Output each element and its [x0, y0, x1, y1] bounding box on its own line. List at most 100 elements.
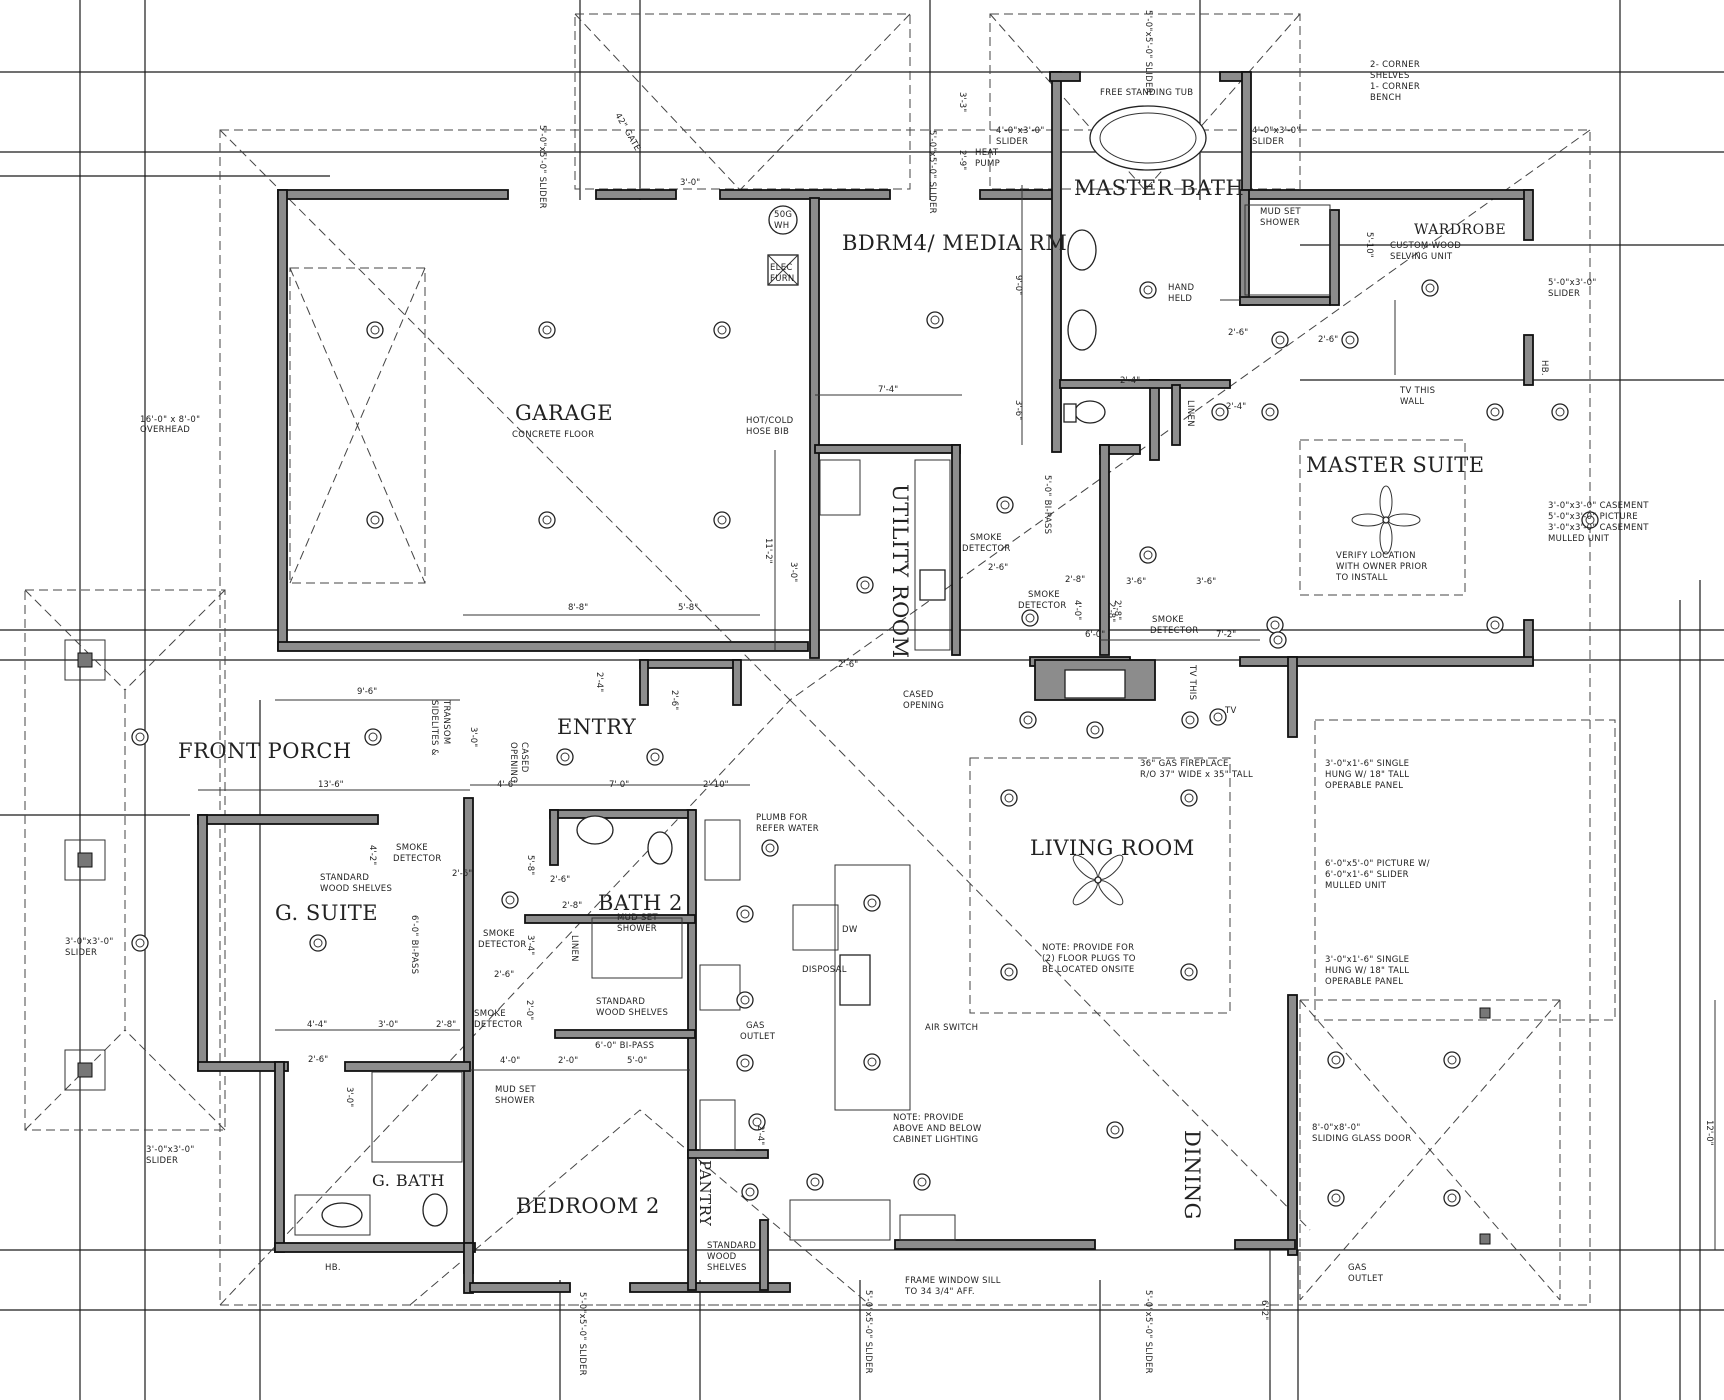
dim-4-4: 4'-4" [307, 1020, 327, 1030]
recessed-light-icon [1269, 631, 1287, 649]
recessed-light-inner [717, 325, 727, 335]
walls [197, 71, 1534, 1294]
room-dining: DINING [1180, 1130, 1204, 1220]
note-picture-1: 6'-0"x5'-0" PICTURE W/ [1325, 859, 1430, 869]
master-suite-note-3: TO INSTALL [1335, 573, 1388, 583]
recessed-light-icon [1106, 1121, 1124, 1139]
note-std-shelves-b-1: STANDARD [596, 997, 645, 1007]
recessed-light-inner [1275, 335, 1285, 345]
note-smoke-b-1: SMOKE [1028, 590, 1060, 600]
recessed-light-icon [761, 839, 779, 857]
recessed-light-inner [1345, 335, 1355, 345]
recessed-light-icon [736, 1054, 754, 1072]
dim-2-6-d: 2'-6" [988, 563, 1008, 573]
note-elec-1: ELEC [770, 263, 793, 273]
recessed-light-icon [131, 934, 149, 952]
recessed-light-inner [860, 580, 870, 590]
note-mud-mb-1: MUD SET [1260, 207, 1301, 217]
room-bdrm4: BDRM4/ MEDIA RM [842, 231, 1067, 255]
room-entry: ENTRY [557, 715, 637, 739]
dim-2-6-h: 2'-6" [308, 1055, 328, 1065]
plan-notes: 16'-0" x 8'-0" OVERHEAD HOT/COLD HOSE BI… [65, 10, 1649, 1376]
note-linen-a: LINEN [1185, 400, 1195, 427]
recessed-light-icon [1209, 708, 1227, 726]
note-heat-pump-2: PUMP [975, 159, 1000, 169]
recessed-light-inner [867, 898, 877, 908]
note-mud-g-1: MUD SET [495, 1085, 536, 1095]
note-hand-held-1: HAND [1168, 283, 1194, 293]
note-cased-v-2: OPENING [508, 742, 518, 783]
recessed-light-inner [370, 325, 380, 335]
dim-7-4: 7'-4" [878, 385, 898, 395]
recessed-light-icon [1000, 789, 1018, 807]
note-fireplace-1: 36" GAS FIREPLACE [1140, 759, 1229, 769]
dim-7-2: 7'-2" [1216, 630, 1236, 640]
recessed-light-inner [745, 1187, 755, 1197]
note-smoke-g-2: DETECTOR [393, 854, 442, 864]
recessed-light-inner [810, 1177, 820, 1187]
dim-4-2: 4'-2" [367, 845, 377, 865]
recessed-light-inner [1000, 500, 1010, 510]
note-std-shelves-p-3: SHELVES [707, 1263, 747, 1273]
note-tv-wall-2: WALL [1400, 397, 1424, 407]
dim-8-8: 8'-8" [568, 603, 588, 613]
dim-2-6-util: 2'-6" [838, 660, 858, 670]
recessed-light-inner [313, 938, 323, 948]
note-mud-g-2: SHOWER [495, 1096, 535, 1106]
recessed-light-inner [1555, 407, 1565, 417]
recessed-light-icon [556, 748, 574, 766]
recessed-light-icon [1443, 1051, 1461, 1069]
note-sidelites: SIDELITES & [429, 700, 439, 756]
recessed-light-inner [542, 515, 552, 525]
recessed-light-inner [1004, 967, 1014, 977]
recessed-light-icon [863, 1053, 881, 1071]
recessed-light-inner [717, 515, 727, 525]
recessed-light-inner [1331, 1055, 1341, 1065]
porch-posts [64, 639, 1491, 1245]
note-heat-pump-1: HEAT [975, 148, 999, 158]
note-smoke-a-2: DETECTOR [962, 544, 1011, 554]
note-gas-k-1: GAS [746, 1021, 765, 1031]
note-std-shelves-g-2: WOOD SHELVES [320, 884, 392, 894]
recessed-light-inner [1490, 407, 1500, 417]
note-gas-outlet-2: OUTLET [1348, 1274, 1384, 1284]
dim-2-0: 2'-0" [524, 1000, 534, 1020]
note-slider-hp-2: SLIDER [996, 137, 1028, 147]
recessed-light-icon [713, 321, 731, 339]
note-smoke-c-2: DETECTOR [1150, 626, 1199, 636]
dim-2-6-a: 2'-6" [1228, 328, 1248, 338]
recessed-light-icon [364, 728, 382, 746]
note-frame-2: TO 34 3/4" AFF. [904, 1287, 975, 1297]
note-casement-3: 3'-0"x3'-0" CASEMENT [1548, 523, 1649, 533]
dim-3-0-e: 3'-0" [468, 727, 478, 747]
recessed-light-icon [646, 748, 664, 766]
recessed-light-icon [913, 1173, 931, 1191]
dim-2-0b: 2'-0" [558, 1056, 578, 1066]
dim-2-8: 2'-8" [1065, 575, 1085, 585]
room-labels: GARAGE CONCRETE FLOOR BDRM4/ MEDIA RM MA… [178, 176, 1506, 1227]
room-bedroom2: BEDROOM 2 [516, 1194, 660, 1218]
note-plumb-1: PLUMB FOR [756, 813, 808, 823]
recessed-light-inner [650, 752, 660, 762]
note-corner-2: SHELVES [1370, 71, 1410, 81]
recessed-light-inner [1265, 407, 1275, 417]
dim-4-0: 4'-0" [1072, 600, 1082, 620]
recessed-light-inner [1447, 1193, 1457, 1203]
recessed-light-inner [368, 732, 378, 742]
note-hand-held-2: HELD [1168, 294, 1192, 304]
dim-3-0-util: 3'-0" [788, 562, 798, 582]
note-overhead-2: OVERHEAD [140, 425, 190, 435]
note-sh2-2: HUNG W/ 18" TALL [1325, 966, 1409, 976]
recessed-light-icon [1443, 1189, 1461, 1207]
living-note-1: NOTE: PROVIDE FOR [1042, 943, 1134, 953]
note-smoke-f-1: SMOKE [474, 1009, 506, 1019]
recessed-light-icon [1551, 403, 1569, 421]
note-elec-2: FURN [770, 274, 795, 284]
note-std-shelves-g-1: STANDARD [320, 873, 369, 883]
recessed-light-inner [917, 1177, 927, 1187]
note-slider-w-2: SLIDER [1548, 289, 1580, 299]
note-slider-left-1: 3'-0"x3'-0" [65, 937, 114, 947]
recessed-light-inner [752, 1117, 762, 1127]
